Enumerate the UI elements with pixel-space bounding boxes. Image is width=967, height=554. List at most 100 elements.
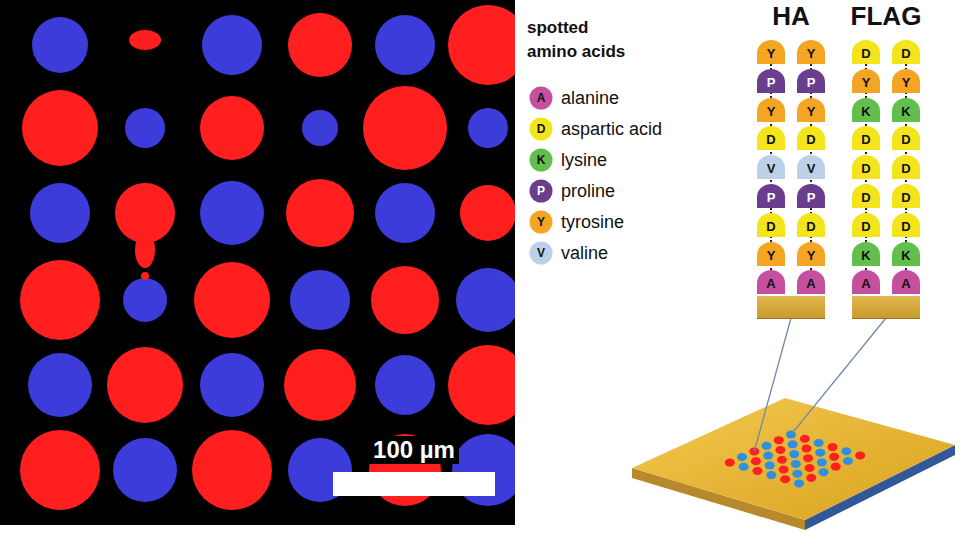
slide-spot [739, 463, 749, 471]
amino-acid-bead: D [852, 213, 880, 237]
amino-letter: K [892, 242, 920, 270]
amino-letter: A [529, 86, 553, 110]
slide-spot [803, 454, 813, 462]
amino-acid-bead: D [797, 213, 825, 237]
slide-spot [766, 471, 776, 479]
micrograph-ground [0, 0, 515, 525]
amino-acid-bead: P [757, 69, 785, 93]
slide-spot [780, 475, 790, 483]
amino-letter: Y [757, 242, 785, 270]
leader-line [791, 318, 886, 435]
amino-letter: Y [797, 98, 825, 126]
amino-acid-bead: D [892, 184, 920, 208]
legend-swatch [530, 180, 553, 203]
fluorescent-spot [448, 5, 515, 85]
fluorescent-spot [456, 268, 515, 332]
slide-spot [789, 450, 799, 458]
amino-letter: Y [797, 40, 825, 68]
fluorescent-spot [200, 96, 264, 160]
fluorescent-spot [302, 110, 338, 146]
fluorescent-spot [286, 179, 354, 247]
legend-swatch [530, 118, 553, 141]
legend-swatch [530, 242, 553, 265]
amino-acid-bead: P [797, 184, 825, 208]
fluorescent-spot [371, 266, 439, 334]
amino-acid-bead: D [892, 40, 920, 64]
surface-anchor [852, 296, 920, 319]
amino-acid-bead: D [757, 213, 785, 237]
amino-letter: Y [852, 69, 880, 97]
amino-acid-bead: D [852, 184, 880, 208]
slide-spot [788, 440, 798, 448]
fluorescent-spot [20, 430, 100, 510]
chain-name: FLAG [843, 0, 929, 32]
amino-letter: P [529, 179, 553, 203]
fluorescent-spot [20, 260, 100, 340]
amino-acid-bead: D [852, 40, 880, 64]
amino-letter: A [892, 270, 920, 298]
amino-acid-bead: Y [797, 98, 825, 122]
slide-spot [752, 467, 762, 475]
fluorescent-spot [202, 15, 262, 75]
amino-acid-bead: Y [797, 242, 825, 266]
fluorescent-spot [288, 13, 352, 77]
surface-anchor [757, 296, 825, 319]
fluorescent-spot [468, 108, 508, 148]
slide-spot [828, 443, 838, 451]
amino-letter: Y [892, 69, 920, 97]
fluorescent-spot [129, 30, 161, 50]
fluorescent-spot [135, 232, 155, 268]
fluorescent-spot [28, 353, 92, 417]
slide-spot [777, 456, 787, 464]
fluorescent-spot [194, 262, 270, 338]
amino-letter: D [852, 155, 880, 183]
fluorescent-spot [125, 108, 165, 148]
amino-letter: A [852, 270, 880, 298]
amino-acid-bead: K [892, 242, 920, 266]
amino-letter: Y [757, 40, 785, 68]
fluorescent-spot [113, 438, 177, 502]
scale-label: 100 µm [369, 436, 459, 464]
amino-acid-bead: Y [797, 40, 825, 64]
amino-acid-bead: K [852, 98, 880, 122]
amino-acid-bead: A [797, 270, 825, 294]
amino-acid-bead: Y [757, 98, 785, 122]
amino-acid-bead: Y [757, 40, 785, 64]
amino-letter: D [892, 126, 920, 154]
amino-acid-bead: V [757, 155, 785, 179]
amino-letter: P [757, 184, 785, 212]
amino-acid-bead: Y [892, 69, 920, 93]
amino-letter: A [757, 270, 785, 298]
amino-acid-bead: Y [852, 69, 880, 93]
slide-spot [855, 451, 865, 459]
slide-spot [800, 435, 810, 443]
amino-acid-bead: K [892, 98, 920, 122]
amino-letter: D [892, 155, 920, 183]
amino-letter: K [529, 148, 553, 172]
legend-text: aspartic acid [561, 116, 662, 142]
amino-acid-bead: A [757, 270, 785, 294]
amino-acid-bead: D [852, 126, 880, 150]
amino-letter: V [797, 155, 825, 183]
amino-acid-bead: A [892, 270, 920, 294]
amino-letter: D [852, 213, 880, 241]
legend-text: lysine [561, 147, 607, 173]
fluorescent-spot [107, 347, 183, 423]
amino-letter: D [852, 184, 880, 212]
amino-acid-bead: Y [757, 242, 785, 266]
amino-letter: K [852, 242, 880, 270]
fluorescent-spot [448, 345, 515, 425]
amino-acid-bead: D [757, 126, 785, 150]
fluorescent-spot [200, 181, 264, 245]
slide-spot [794, 479, 804, 487]
amino-acid-bead: A [852, 270, 880, 294]
amino-letter: V [529, 241, 553, 265]
slide-spot [775, 446, 785, 454]
amino-acid-bead: D [892, 155, 920, 179]
amino-letter: D [797, 126, 825, 154]
amino-letter: K [892, 98, 920, 126]
slide-spot [814, 439, 824, 447]
amino-acid-bead: D [797, 126, 825, 150]
slide-spot [792, 470, 802, 478]
